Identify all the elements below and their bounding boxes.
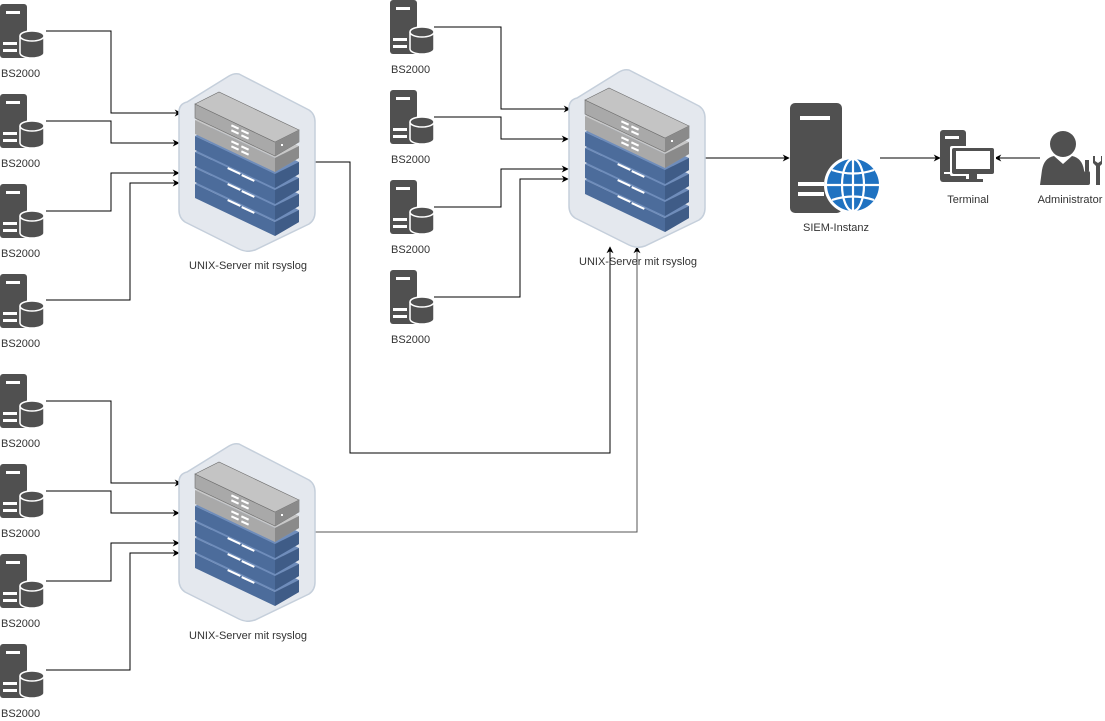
bs2000-server-icon [0, 184, 45, 239]
server-rack-icon [178, 443, 316, 622]
node-label: BS2000 [391, 64, 430, 76]
server-rack-icon [178, 73, 316, 252]
edge-bs-c1-to-unix-c [46, 400, 182, 487]
node-bs-c1[interactable]: BS2000 [0, 374, 45, 450]
node-bs-b4[interactable]: BS2000 [390, 270, 435, 346]
edge-bs-a1-to-unix-a [46, 30, 182, 117]
edges [46, 26, 1040, 671]
bs2000-server-icon [0, 94, 45, 149]
node-bs-b1[interactable]: BS2000 [390, 0, 435, 76]
bs2000-server-icon [390, 90, 435, 145]
node-bs-a4[interactable]: BS2000 [0, 274, 45, 350]
edge-bs-c2-to-unix-c [46, 490, 180, 517]
bs2000-server-icon [0, 4, 45, 59]
node-label: BS2000 [1, 438, 40, 450]
edge-bs-c4-to-unix-c [46, 549, 180, 671]
bs2000-server-icon [390, 270, 435, 325]
edge-bs-b2-to-unix-b [434, 116, 569, 143]
admin-user-icon [1040, 131, 1102, 185]
node-bs-c2[interactable]: BS2000 [0, 464, 45, 540]
bs2000-server-icon [390, 180, 435, 235]
node-bs-b2[interactable]: BS2000 [390, 90, 435, 166]
node-label: BS2000 [1, 618, 40, 630]
bs2000-server-icon [0, 374, 45, 429]
edge-bs-b1-to-unix-b [434, 26, 571, 113]
node-label: BS2000 [1, 338, 40, 350]
node-bs-c4[interactable]: BS2000 [0, 644, 45, 720]
node-admin[interactable]: Administrator [1038, 131, 1103, 206]
node-bs-a2[interactable]: BS2000 [0, 94, 45, 170]
edge-bs-b4-to-unix-b [434, 175, 569, 298]
node-unix-b[interactable]: UNIX-Server mit rsyslog [568, 69, 706, 268]
node-label: BS2000 [1, 528, 40, 540]
node-label: BS2000 [391, 154, 430, 166]
node-label: BS2000 [1, 708, 40, 720]
node-label: BS2000 [391, 244, 430, 256]
node-label: UNIX-Server mit rsyslog [579, 256, 697, 268]
node-bs-b3[interactable]: BS2000 [390, 180, 435, 256]
web-server-globe-icon [790, 103, 882, 215]
edge-bs-c3-to-unix-c [46, 539, 180, 582]
node-label: UNIX-Server mit rsyslog [189, 260, 307, 272]
bs2000-server-icon [390, 0, 435, 55]
node-siem[interactable]: SIEM-Instanz [790, 103, 882, 234]
bs2000-server-icon [0, 644, 45, 699]
node-bs-a3[interactable]: BS2000 [0, 184, 45, 260]
node-bs-c3[interactable]: BS2000 [0, 554, 45, 630]
node-label: UNIX-Server mit rsyslog [189, 630, 307, 642]
edge-bs-b3-to-unix-b [434, 165, 569, 208]
edge-bs-a3-to-unix-a [46, 169, 180, 212]
bs2000-server-icon [0, 554, 45, 609]
node-terminal[interactable]: Terminal [940, 130, 996, 206]
node-label: Administrator [1038, 194, 1103, 206]
bs2000-server-icon [0, 274, 45, 329]
node-label: BS2000 [391, 334, 430, 346]
node-label: Terminal [947, 194, 989, 206]
server-rack-icon [568, 69, 706, 248]
node-label: BS2000 [1, 68, 40, 80]
node-label: SIEM-Instanz [803, 222, 869, 234]
node-label: BS2000 [1, 158, 40, 170]
node-unix-c[interactable]: UNIX-Server mit rsyslog [178, 443, 316, 642]
node-unix-a[interactable]: UNIX-Server mit rsyslog [178, 73, 316, 272]
node-label: BS2000 [1, 248, 40, 260]
node-bs-a1[interactable]: BS2000 [0, 4, 45, 80]
edge-bs-a4-to-unix-a [46, 179, 180, 301]
bs2000-server-icon [0, 464, 45, 519]
workstation-icon [940, 130, 996, 182]
edge-bs-a2-to-unix-a [46, 120, 180, 147]
edge-unix-a-to-unix-b [315, 161, 614, 454]
edge-unix-c-to-unix-b [315, 246, 641, 533]
